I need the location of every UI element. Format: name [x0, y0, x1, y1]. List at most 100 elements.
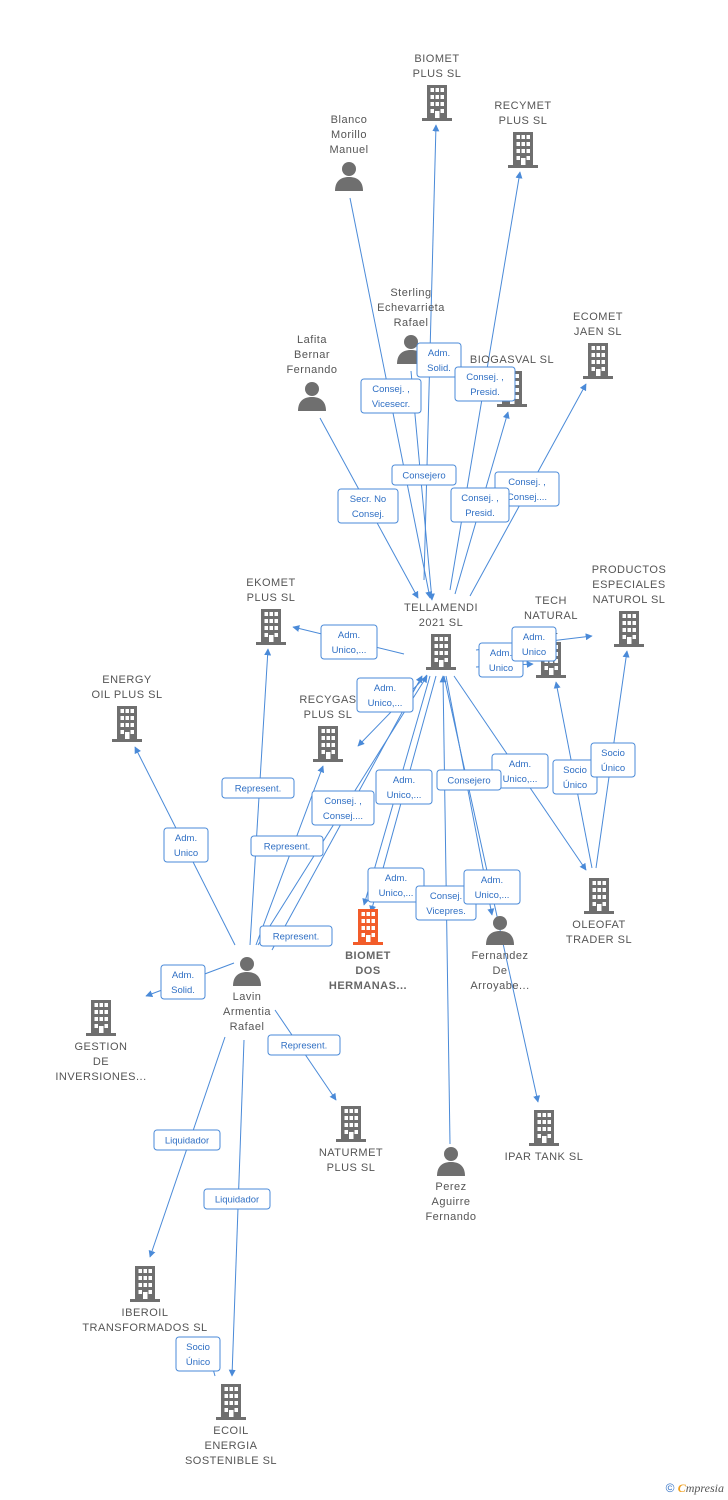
- relation-label[interactable]: Adm.Unico,...: [356, 677, 414, 713]
- node-label: TECH: [535, 595, 567, 607]
- person-icon: [437, 1147, 465, 1176]
- node-fernandez[interactable]: FernandezDeArroyabe...: [470, 916, 529, 992]
- node-label: IPAR TANK SL: [505, 1151, 584, 1163]
- relation-label-text: Adm.: [481, 875, 503, 886]
- node-ipar-tank[interactable]: IPAR TANK SL: [505, 1110, 584, 1163]
- footer-credit[interactable]: © Cmpresia: [666, 1481, 724, 1496]
- relation-label-text: Consejero: [447, 776, 490, 787]
- relation-label[interactable]: Adm.Solid.: [416, 342, 462, 378]
- node-biomet-plus[interactable]: BIOMET PLUS SL: [413, 53, 462, 121]
- relation-label-text: Unico,...: [503, 774, 538, 785]
- node-label: PLUS SL: [413, 68, 462, 80]
- relation-label[interactable]: Represent.: [267, 1034, 341, 1056]
- relation-label-text: Vicepres.: [426, 906, 465, 917]
- node-label: Rafael: [230, 1021, 265, 1033]
- relation-label-text: Socio: [563, 765, 587, 776]
- relation-label-box: [356, 677, 414, 713]
- node-energy-oil[interactable]: ENERGY OIL PLUS SL: [91, 674, 162, 742]
- node-label: TRADER SL: [566, 934, 632, 946]
- relation-label-box: [416, 342, 462, 378]
- relation-label-text: Unico,...: [387, 790, 422, 801]
- relation-label[interactable]: Adm.Solid.: [160, 964, 206, 1000]
- building-icon: [112, 706, 142, 742]
- relation-label-text: Adm.: [172, 970, 194, 981]
- relation-label-text: Liquidador: [165, 1136, 209, 1147]
- relation-label-box: [311, 790, 375, 826]
- relation-label-text: Adm.: [393, 775, 415, 786]
- relation-label[interactable]: Adm.Unico: [511, 626, 557, 662]
- relation-label-box: [175, 1336, 221, 1372]
- node-biogasval[interactable]: BIOGASVAL SL: [470, 354, 554, 407]
- relation-label-text: Socio: [601, 748, 625, 759]
- node-label: GESTION: [74, 1041, 127, 1053]
- relation-label[interactable]: Consej. ,Consej....: [311, 790, 375, 826]
- relation-label-text: Adm.: [523, 632, 545, 643]
- relation-label[interactable]: Consej. ,Presid.: [454, 366, 516, 402]
- building-icon: [216, 1384, 246, 1420]
- relation-label-text: Unico,...: [368, 698, 403, 709]
- relation-label[interactable]: Represent.: [221, 777, 295, 799]
- relation-label-box: [163, 827, 209, 863]
- relation-label[interactable]: Adm.Unico,...: [463, 869, 521, 905]
- relation-label-box: [436, 769, 502, 791]
- node-label: BIOMET: [414, 53, 459, 65]
- relation-label-box: [221, 777, 295, 799]
- relation-label-text: Consej....: [507, 492, 547, 503]
- node-gestion[interactable]: GESTIONDEINVERSIONES...: [55, 1000, 146, 1083]
- relation-label-text: Consej. ,: [466, 372, 504, 383]
- relation-label-text: Consej. ,: [461, 493, 499, 504]
- node-label: DE: [93, 1056, 109, 1068]
- relation-label[interactable]: Represent.: [250, 835, 324, 857]
- building-icon: [614, 611, 644, 647]
- relation-label[interactable]: Adm.Unico,...: [320, 624, 378, 660]
- building-icon: [426, 634, 456, 670]
- node-label: Fernando: [286, 364, 337, 376]
- relation-label-text: Unico: [489, 663, 513, 674]
- empresia-logo: Cmpresia: [677, 1481, 724, 1495]
- node-label: OIL PLUS SL: [91, 689, 162, 701]
- relation-label-text: Consejero: [402, 471, 445, 482]
- relation-label[interactable]: Liquidador: [203, 1188, 271, 1210]
- relation-label-box: [511, 626, 557, 662]
- node-label: Perez: [435, 1181, 466, 1193]
- relation-label[interactable]: Consej.Vicepres.: [415, 885, 477, 921]
- node-biomet-dos[interactable]: BIOMETDOSHERMANAS...: [329, 909, 407, 992]
- relation-label[interactable]: Adm.Unico: [163, 827, 209, 863]
- relation-label-text: Consej. ,: [372, 384, 410, 395]
- relation-label-text: Unico,...: [332, 645, 367, 656]
- relation-label[interactable]: Consej. ,Vicesecr.: [360, 378, 422, 414]
- node-label: PLUS SL: [247, 592, 296, 604]
- relation-label-box: [360, 378, 422, 414]
- relation-label[interactable]: Adm. Unico,...: [375, 769, 433, 805]
- relation-label[interactable]: Consejero: [436, 769, 502, 791]
- person-icon: [298, 382, 326, 411]
- relation-label[interactable]: Consej. ,Presid.: [450, 487, 510, 523]
- relation-label[interactable]: Liquidador: [153, 1129, 221, 1151]
- node-label: De: [492, 965, 507, 977]
- relation-label-box: [375, 769, 433, 805]
- node-label: ENERGY: [102, 674, 152, 686]
- relation-label[interactable]: Represent.: [259, 925, 333, 947]
- relation-label-text: Único: [186, 1357, 210, 1368]
- relation-label[interactable]: Consejero: [391, 464, 457, 486]
- relation-label[interactable]: Adm.Unico,...: [367, 867, 425, 903]
